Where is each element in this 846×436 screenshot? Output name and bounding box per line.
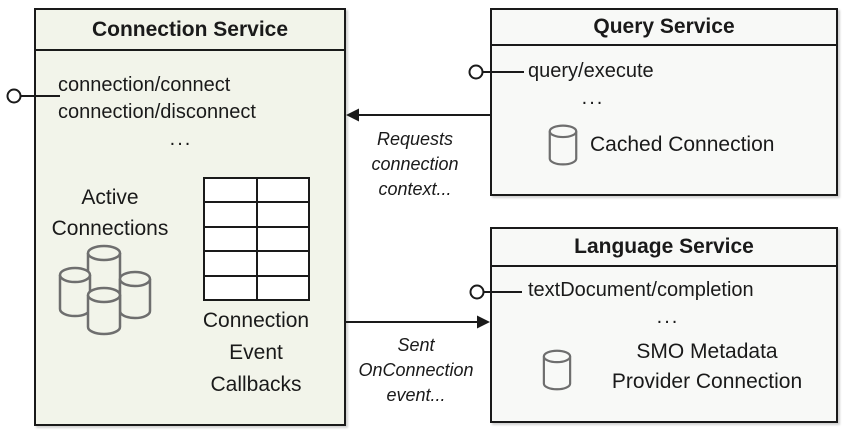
language-service-box: Language Service textDocument/completion…	[490, 227, 838, 423]
methods-ellipsis: ...	[169, 128, 193, 150]
smo-metadata-label: SMO Metadata Provider Connection	[611, 340, 803, 393]
table-cell	[257, 227, 308, 251]
method-query-execute: query/execute	[528, 60, 654, 82]
arrow-sent-onconnection-event	[346, 315, 490, 329]
method-connection-connect: connection/connect	[58, 74, 231, 96]
table-cell	[257, 252, 308, 275]
query-service-title: Query Service	[492, 10, 836, 46]
database-icon	[548, 124, 578, 166]
method-connection-disconnect: connection/disconnect	[58, 101, 256, 123]
cached-connection-row: Cached Connection	[548, 122, 774, 168]
table-cell	[205, 252, 256, 275]
table-cell	[257, 203, 308, 226]
connection-service-methods: connection/connect connection/disconnect…	[58, 72, 304, 153]
arrow-requests-connection-context	[346, 108, 490, 122]
cached-connection-label: Cached Connection	[590, 133, 775, 156]
connection-service-box: Connection Service connection/connect co…	[34, 8, 346, 426]
table-cell	[205, 276, 256, 299]
connection-event-callbacks-label: Connection Event Callbacks	[202, 309, 310, 396]
table-cell	[257, 179, 308, 202]
table-cell	[205, 227, 256, 251]
requests-connection-context-label: Requests connection context...	[371, 129, 459, 199]
methods-ellipsis: ...	[581, 87, 605, 109]
active-connections-label: Active Connections	[51, 186, 169, 240]
database-icon	[542, 349, 572, 391]
connection-service-title: Connection Service	[36, 10, 344, 51]
query-service-box: Query Service query/execute ... Cached C…	[490, 8, 838, 196]
language-service-methods: textDocument/completion ...	[528, 277, 808, 331]
methods-ellipsis: ...	[656, 306, 680, 328]
table-cell	[257, 276, 308, 299]
language-service-title: Language Service	[492, 229, 836, 267]
table-cell	[205, 179, 256, 202]
database-cluster-icon	[58, 244, 152, 336]
sent-onconnection-event-label: Sent OnConnection event...	[358, 335, 474, 405]
table-cell	[205, 203, 256, 226]
method-textdocument-completion: textDocument/completion	[528, 279, 754, 301]
query-service-methods: query/execute ...	[528, 58, 658, 112]
callback-table	[203, 177, 310, 301]
